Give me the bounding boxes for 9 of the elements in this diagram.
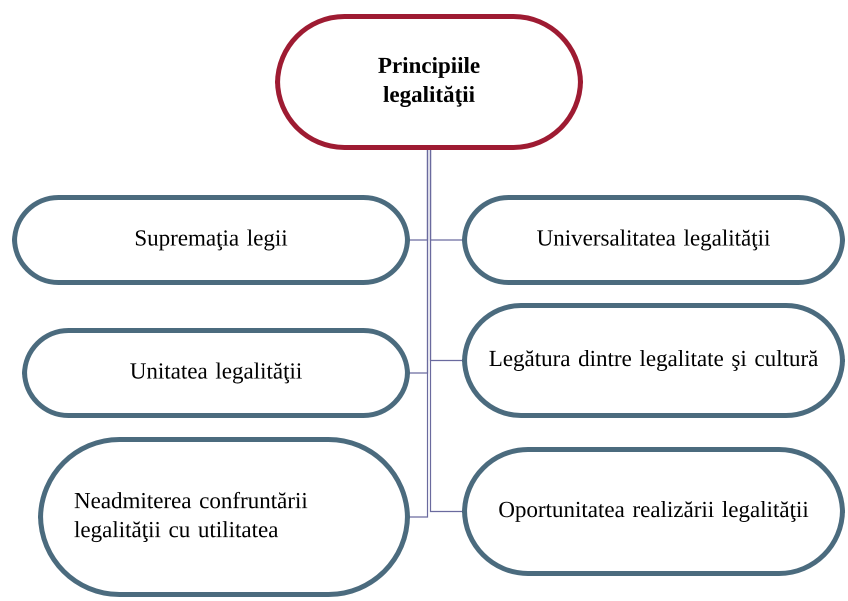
principle-box: Neadmiterea confruntării legalităţii cu utilitatea [38, 437, 410, 597]
principle-box: Unitatea legalităţii [22, 328, 410, 418]
principle-box: Supremaţia legii [12, 195, 410, 285]
principle-box: Universalitatea legalităţii [462, 195, 845, 285]
principle-box: Oportunitatea realizării legalităţii [462, 447, 845, 576]
principle-box: Legătura dintre legalitate şi cultură [462, 303, 845, 418]
title-box: Principiile legalităţii [275, 14, 583, 150]
connector-line [410, 150, 428, 518]
connector-line [430, 150, 462, 512]
